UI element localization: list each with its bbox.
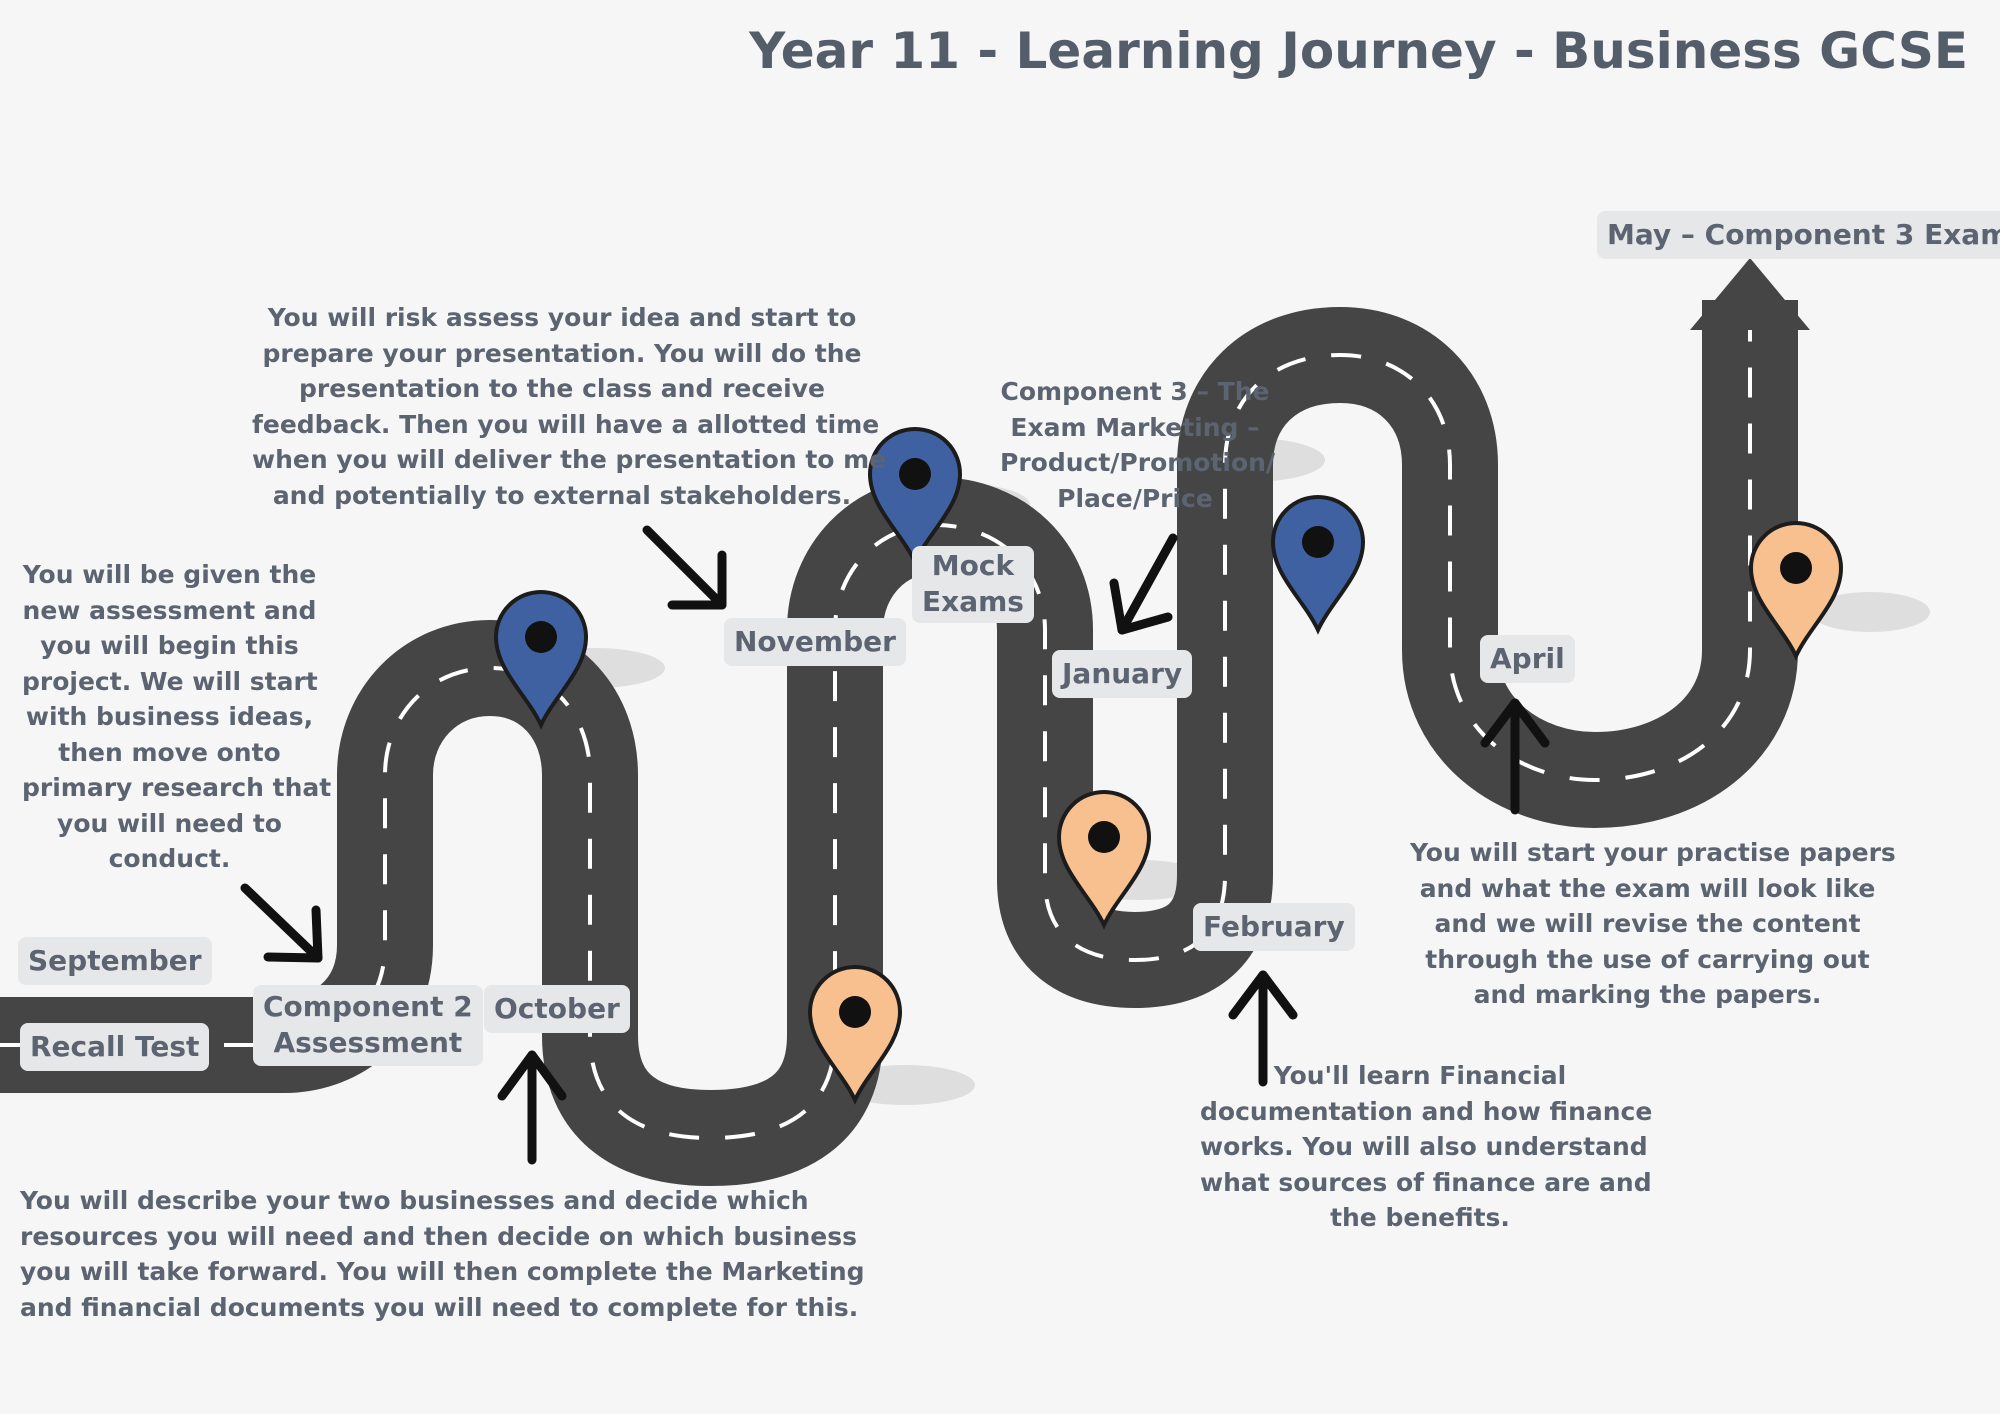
description-line: You will describe your two businesses an… <box>20 1186 809 1215</box>
map-pin-blue-icon <box>1271 495 1365 632</box>
description-line: what sources of finance are and <box>1200 1167 1652 1197</box>
description-line: the benefits. <box>1330 1203 1510 1232</box>
label-line: Mock <box>931 549 1015 582</box>
description-line: You will start your practise papers <box>1410 838 1896 867</box>
description-february: You'll learn Financial documentation and… <box>1200 1058 1653 1236</box>
description-line: and marking the papers. <box>1473 980 1822 1009</box>
description-line: through the use of carrying out <box>1425 944 1870 974</box>
description-line: resources you will need and then decide … <box>20 1221 857 1251</box>
description-line: and potentially to external stakeholders… <box>272 480 852 510</box>
description-line: conduct. <box>108 844 231 873</box>
label-january: January <box>1052 650 1193 699</box>
description-line: You will risk assess your idea and start… <box>267 303 857 332</box>
description-line: when you will deliver the presentation t… <box>252 445 887 474</box>
page-title: Year 11 - Learning Journey - Business GC… <box>749 22 1968 80</box>
description-april: You will start your practise papers and … <box>1410 835 1896 1013</box>
label-april: April <box>1480 635 1575 684</box>
arrow-icon <box>1228 970 1298 1087</box>
description-line: you will need to <box>57 808 282 838</box>
description-line: You will be given the <box>22 560 317 589</box>
description-line: you will begin this <box>40 631 299 660</box>
description-line: documentation and how finance <box>1200 1096 1653 1126</box>
description-september: You will be given the new assessment and… <box>22 557 332 877</box>
description-line: new assessment and <box>22 595 317 625</box>
arrow-icon <box>1480 698 1550 815</box>
label-november: November <box>724 618 906 667</box>
arrow-icon <box>1109 533 1178 635</box>
label-september: September <box>18 937 212 986</box>
label-mock-exams: Mock Exams <box>912 546 1034 623</box>
description-line: and what the exam will look like <box>1419 873 1876 903</box>
description-line: and we will revise the content <box>1434 909 1861 938</box>
label-line: Exams <box>922 585 1024 619</box>
arrow-icon <box>497 1050 567 1165</box>
description-line: Component 3 – The <box>1000 377 1270 406</box>
label-recall-test: Recall Test <box>20 1023 210 1072</box>
description-line: Place/Price <box>1057 483 1213 513</box>
description-line: Exam Marketing – <box>1010 412 1260 442</box>
description-line: prepare your presentation. You will do t… <box>262 338 862 368</box>
label-line: Assessment <box>273 1026 463 1060</box>
arrow-icon <box>240 883 323 963</box>
description-january: Component 3 – The Exam Marketing – Produ… <box>1000 374 1276 516</box>
description-line: You'll learn Financial <box>1273 1061 1567 1090</box>
road-arrowhead <box>1690 258 1810 330</box>
description-november: You will risk assess your idea and start… <box>252 300 887 513</box>
description-line: then move onto <box>58 737 281 767</box>
description-line: project. We will start <box>22 666 318 696</box>
label-line: Component 2 <box>263 990 473 1023</box>
description-line: feedback. Then you will have a allotted … <box>252 409 880 439</box>
description-line: you will take forward. You will then com… <box>20 1257 865 1286</box>
description-line: primary research that <box>22 773 332 802</box>
description-line: with business ideas, <box>25 702 314 731</box>
description-line: Product/Promotion/ <box>1000 448 1276 477</box>
description-line: works. You will also understand <box>1200 1132 1648 1161</box>
description-october: You will describe your two businesses an… <box>20 1183 865 1325</box>
label-october: October <box>484 985 630 1034</box>
label-february: February <box>1193 903 1355 952</box>
label-may-component-3-exam: May – Component 3 Exam <box>1597 211 2000 260</box>
description-line: and financial documents you will need to… <box>20 1292 859 1322</box>
label-component-2-assessment: Component 2 Assessment <box>253 985 483 1066</box>
arrow-icon <box>642 525 727 610</box>
description-line: presentation to the class and receive <box>299 374 825 403</box>
